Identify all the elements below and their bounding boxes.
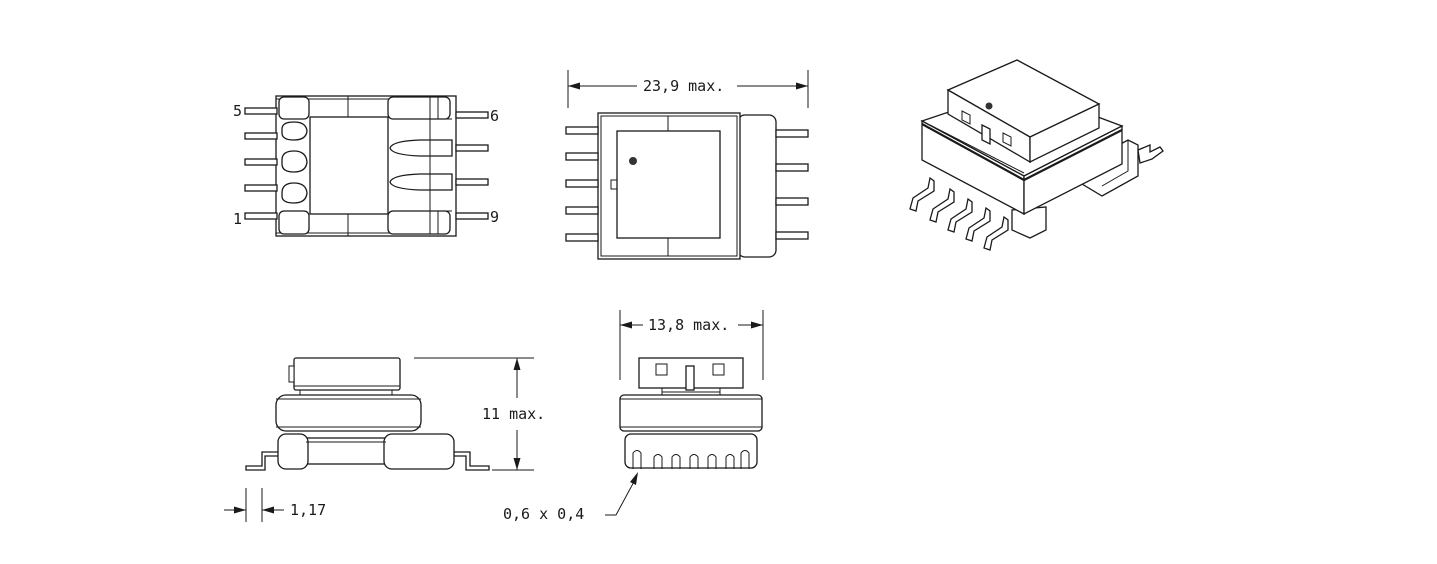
lead-size-dimension: 0,6 x 0,4 (503, 505, 584, 523)
end-width-dimension: 13,8 max. (648, 316, 729, 334)
front-view-left-leads (565, 126, 599, 242)
pin-label-5: 5 (233, 102, 242, 120)
top-view: 5 1 6 9 (233, 95, 499, 237)
front-width-dimension: 23,9 max. (643, 77, 724, 95)
top-view-left-leads (244, 107, 278, 220)
isometric-leads (909, 176, 1009, 251)
front-view: 23,9 max. (565, 70, 809, 260)
front-view-right-leads (775, 129, 809, 240)
iso-pin1-dot (985, 102, 993, 110)
side-view: 11 max. 1,17 (224, 357, 545, 522)
pin-label-6: 6 (490, 107, 499, 125)
end-view-lead-slots (632, 450, 750, 469)
top-view-right-leads (455, 111, 489, 220)
pin1-marker-dot (629, 157, 637, 165)
side-height-dimension: 11 max. (482, 405, 545, 423)
lead-thickness-dimension: 1,17 (290, 501, 326, 519)
end-view: 13,8 max. 0,6 x 0,4 (503, 310, 764, 523)
pin-label-9: 9 (490, 208, 499, 226)
pin-label-1: 1 (233, 210, 242, 228)
isometric-view (909, 59, 1164, 251)
